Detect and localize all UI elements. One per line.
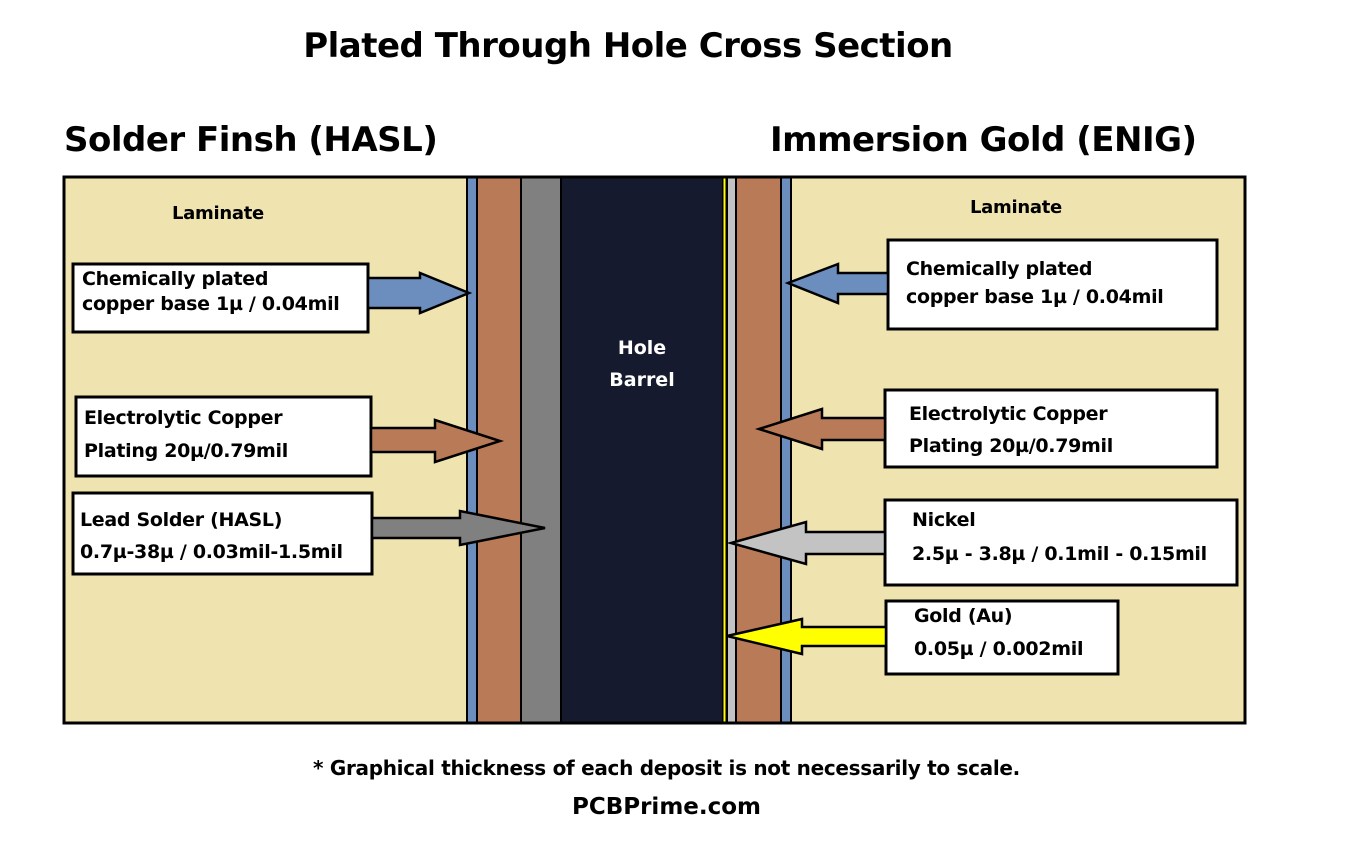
callout-line1: Electrolytic Copper — [909, 403, 1108, 425]
callout-line2: 2.5µ - 3.8µ / 0.1mil - 0.15mil — [912, 543, 1207, 565]
hole-barrel — [560, 176, 724, 724]
hasl-arrow-solder — [370, 509, 546, 547]
enig-callout-box-3 — [883, 498, 1239, 587]
callout-line2: copper base 1µ / 0.04mil — [906, 286, 1164, 308]
right-gold-layer — [722, 176, 727, 724]
enig-callout-box-4 — [884, 599, 1120, 676]
hasl-arrow-copper-base — [366, 271, 473, 315]
hasl-callout-box-2 — [74, 395, 373, 478]
hasl-laminate-label: Laminate — [172, 203, 264, 224]
callout-line2: 0.05µ / 0.002mil — [914, 638, 1084, 660]
enig-arrow-gold — [726, 617, 888, 656]
enig-arrow-copper — [754, 407, 887, 451]
hasl-heading: Solder Finsh (HASL) — [64, 120, 438, 160]
callout-line1: Electrolytic Copper — [84, 407, 283, 429]
hasl-arrow-copper — [369, 418, 505, 464]
callout-line1: Lead Solder (HASL) — [80, 509, 283, 531]
enig-laminate-label: Laminate — [970, 197, 1062, 218]
barrel-label-line2: Barrel — [609, 369, 675, 391]
enig-callout-box-2 — [883, 388, 1219, 469]
callout-line1: Nickel — [912, 509, 976, 531]
left-solder-layer — [520, 176, 562, 724]
enig-callout-copper: Electrolytic Copper Plating 20µ/0.79mil — [909, 398, 1113, 462]
hasl-callout-copper-base: Chemically plated copper base 1µ / 0.04m… — [82, 267, 340, 317]
enig-callout-box-1 — [886, 238, 1219, 331]
callout-line2: copper base 1µ / 0.04mil — [82, 293, 340, 315]
hole-barrel-label: Hole Barrel — [572, 332, 712, 396]
enig-callout-copper-base: Chemically plated copper base 1µ / 0.04m… — [906, 255, 1164, 311]
callout-line2: Plating 20µ/0.79mil — [909, 435, 1113, 457]
hasl-callout-solder: Lead Solder (HASL) 0.7µ-38µ / 0.03mil-1.… — [80, 504, 343, 568]
right-nickel-layer — [726, 176, 737, 724]
hasl-callout-box-1 — [71, 262, 370, 334]
hasl-callout-copper: Electrolytic Copper Plating 20µ/0.79mil — [84, 402, 288, 468]
diagram-title: Plated Through Hole Cross Section — [303, 26, 953, 66]
callout-line2: Plating 20µ/0.79mil — [84, 440, 288, 462]
enig-arrow-copper-base — [784, 262, 890, 305]
enig-arrow-nickel — [726, 520, 887, 566]
callout-line1: Chemically plated — [82, 268, 269, 290]
enig-callout-gold: Gold (Au) 0.05µ / 0.002mil — [914, 600, 1083, 666]
scale-footnote: * Graphical thickness of each deposit is… — [313, 756, 1020, 780]
callout-line2: 0.7µ-38µ / 0.03mil-1.5mil — [80, 541, 343, 563]
hasl-callout-box-3 — [71, 491, 374, 576]
left-copper-layer — [476, 176, 522, 724]
callout-line1: Chemically plated — [906, 258, 1093, 280]
enig-heading: Immersion Gold (ENIG) — [770, 120, 1197, 160]
enig-callout-nickel: Nickel 2.5µ - 3.8µ / 0.1mil - 0.15mil — [912, 503, 1207, 571]
barrel-label-line1: Hole — [617, 337, 667, 359]
callout-line1: Gold (Au) — [914, 605, 1013, 627]
site-credit: PCBPrime.com — [571, 794, 762, 820]
